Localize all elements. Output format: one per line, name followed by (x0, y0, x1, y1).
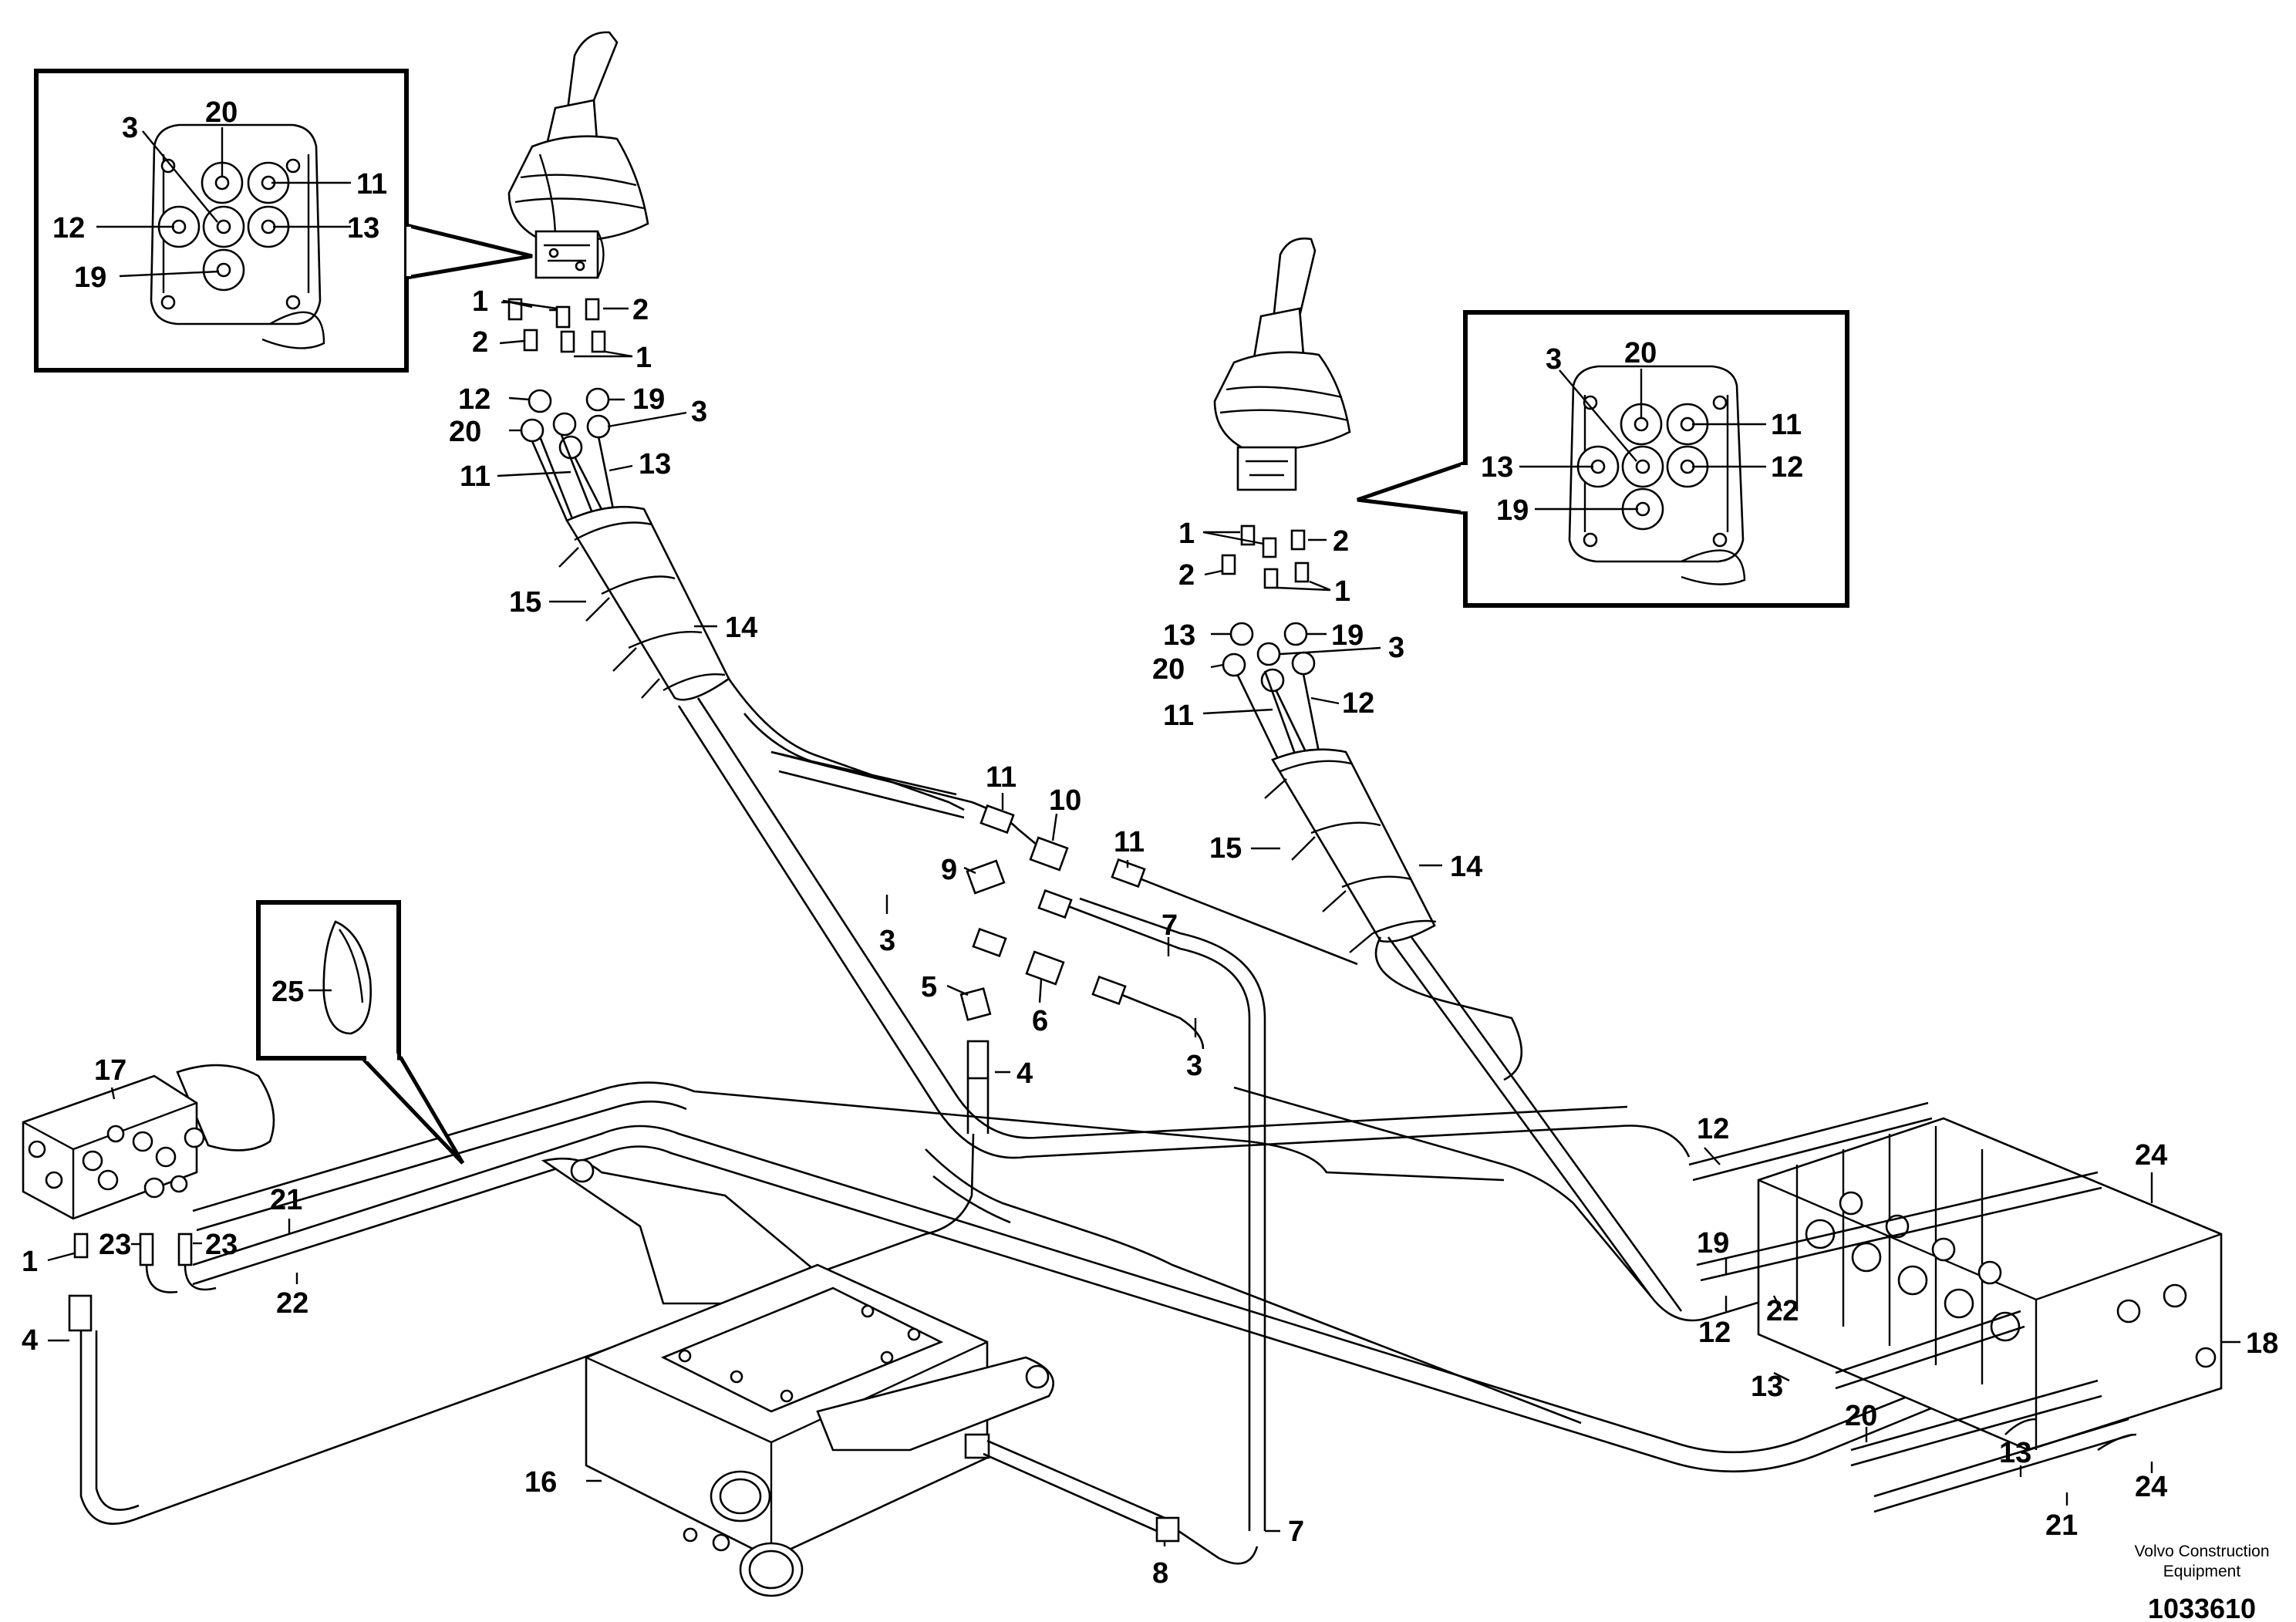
callout-center-3a: 3 (879, 925, 895, 957)
callout-block-16: 16 (524, 1466, 557, 1499)
callout-right-inset-11: 11 (1771, 409, 1802, 441)
callout-left-joy-19: 19 (632, 383, 665, 416)
callout-center-8: 8 (1152, 1557, 1168, 1590)
callout-right-joy-15: 15 (1209, 832, 1242, 865)
left-joystick: 1 2 2 1 12 19 3 20 11 13 15 14 (449, 31, 757, 701)
callout-right-joy-2b: 2 (1178, 559, 1195, 592)
callout-block-23a: 23 (99, 1229, 131, 1261)
callout-left-joy-20: 20 (449, 416, 481, 448)
callout-block-17: 17 (94, 1054, 126, 1087)
callout-left-joy-12: 12 (458, 383, 491, 416)
callout-right-joy-19: 19 (1331, 619, 1364, 652)
callout-center-9: 9 (941, 854, 957, 886)
callout-left-inset-20: 20 (205, 96, 238, 129)
callout-left-inset-11: 11 (356, 168, 387, 201)
tank-assembly (541, 1157, 1259, 1597)
right-port-inset: 20 3 11 13 12 19 (1357, 310, 1849, 608)
tie-wrap-inset: 25 (256, 900, 465, 1165)
callout-right-joy-20: 20 (1152, 653, 1185, 686)
callout-right-inset-13: 13 (1481, 451, 1513, 484)
callout-center-4: 4 (1017, 1057, 1033, 1090)
callout-valve-24a: 24 (2135, 1139, 2167, 1172)
callout-center-7b: 7 (1288, 1516, 1304, 1548)
callout-right-joy-12: 12 (1342, 687, 1374, 720)
callout-right-joy-11: 11 (1163, 700, 1194, 732)
title-block: Volvo Construction Equipment 1033610 (2134, 1543, 2269, 1622)
callout-left-joy-13: 13 (639, 448, 671, 481)
callout-right-joy-2a: 2 (1333, 525, 1349, 558)
callout-center-10: 10 (1049, 784, 1081, 817)
main-control-valve: 12 19 22 12 13 20 13 21 24 24 18 (1688, 1101, 2278, 1542)
callout-right-inset-3: 3 (1546, 343, 1562, 376)
right-joystick: 1 2 2 1 13 19 3 20 12 11 15 14 (1152, 237, 1482, 953)
callout-left-inset-13: 13 (347, 212, 379, 244)
callout-tie-25: 25 (271, 976, 304, 1008)
callout-right-joy-14: 14 (1450, 851, 1482, 883)
callout-center-3b: 3 (1186, 1050, 1202, 1082)
callout-valve-12b: 12 (1698, 1317, 1731, 1349)
callout-valve-12a: 12 (1697, 1113, 1729, 1145)
callout-left-joy-2a: 2 (632, 294, 649, 326)
callout-valve-13a: 13 (1751, 1371, 1783, 1403)
callout-left-joy-14: 14 (725, 612, 757, 644)
callout-right-joy-1b: 1 (1334, 575, 1350, 608)
callout-right-joy-3: 3 (1388, 632, 1404, 664)
callout-valve-13b: 13 (1999, 1437, 2031, 1469)
left-port-inset: 20 3 11 12 13 19 (34, 69, 533, 373)
callout-left-inset-19: 19 (74, 261, 106, 294)
brand-line-1: Volvo Construction (2134, 1543, 2269, 1560)
callout-block-1: 1 (22, 1246, 38, 1278)
callout-center-11b: 11 (1114, 826, 1145, 858)
callout-left-joy-15: 15 (509, 586, 541, 619)
callout-left-joy-11: 11 (460, 460, 491, 493)
callout-left-inset-3: 3 (122, 112, 138, 144)
callout-right-inset-12: 12 (1771, 451, 1803, 484)
callout-valve-24b: 24 (2135, 1471, 2167, 1503)
brand-line-2: Equipment (2163, 1563, 2241, 1580)
center-fittings: 11 10 11 9 3 7 5 6 4 3 7 8 (770, 750, 1358, 1590)
hose-routing (79, 678, 1971, 1525)
callout-block-4: 4 (22, 1324, 38, 1357)
callout-left-inset-12: 12 (52, 212, 85, 244)
callout-block-23b: 23 (205, 1229, 238, 1261)
callout-left-joy-3: 3 (691, 396, 707, 428)
callout-center-7a: 7 (1161, 909, 1178, 942)
callout-left-joy-1a: 1 (472, 285, 488, 318)
callout-valve-21: 21 (2045, 1509, 2078, 1542)
callout-center-6: 6 (1032, 1005, 1048, 1037)
callout-valve-18: 18 (2246, 1327, 2278, 1360)
left-control-block: 17 21 23 23 1 22 4 16 (22, 1054, 602, 1499)
callout-block-21: 21 (270, 1184, 302, 1216)
callout-valve-20: 20 (1845, 1400, 1877, 1432)
callout-left-joy-1b: 1 (636, 342, 652, 374)
callout-right-inset-20: 20 (1624, 337, 1657, 369)
callout-right-joy-13: 13 (1163, 619, 1195, 652)
callout-valve-22: 22 (1766, 1295, 1799, 1327)
callout-block-22: 22 (276, 1287, 308, 1320)
callout-right-inset-19: 19 (1496, 494, 1529, 527)
callout-right-joy-1a: 1 (1178, 518, 1195, 550)
callout-center-5: 5 (921, 971, 937, 1003)
callout-valve-19: 19 (1697, 1227, 1729, 1259)
callout-center-11a: 11 (986, 761, 1017, 794)
drawing-number: 1033610 (2148, 1593, 2256, 1622)
callout-left-joy-2b: 2 (472, 326, 488, 359)
